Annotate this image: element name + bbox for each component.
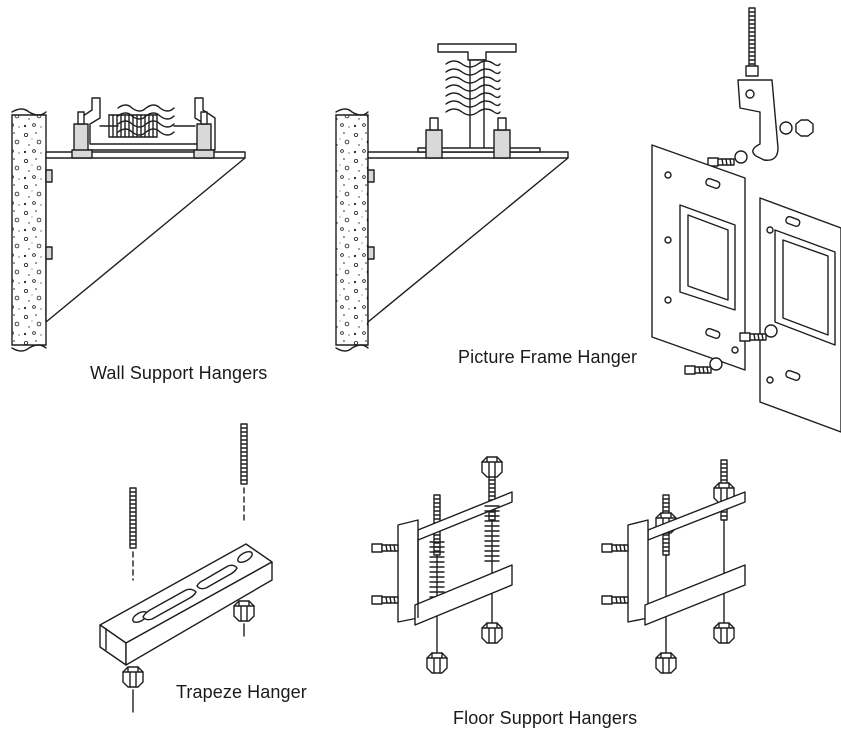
floor-support-label: Floor Support Hangers [453,708,638,728]
wall-support-label: Wall Support Hangers [90,363,268,383]
floor-hanger-right [601,459,746,674]
wall-hanger-right [335,43,569,352]
picture-frame-label: Picture Frame Hanger [458,347,638,367]
floor-hanger-left [371,456,513,674]
picture-frame-hanger [651,7,841,433]
trapeze-label: Trapeze Hanger [176,682,307,702]
wall-hanger-left [11,97,246,352]
trapeze-hanger [99,423,273,713]
